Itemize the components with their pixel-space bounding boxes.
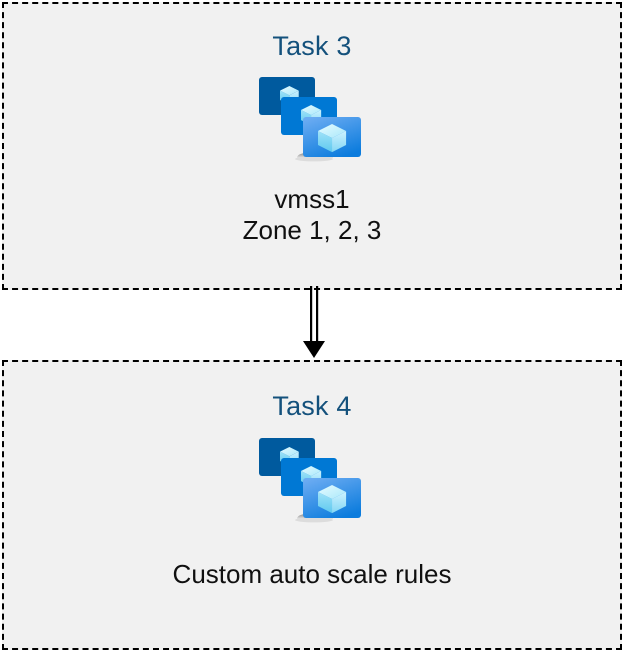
task-title: Task 3 (272, 31, 352, 61)
task-title: Task 4 (272, 391, 352, 421)
vm-scale-set-icon (256, 432, 368, 530)
task-box-task-4[interactable]: Task 4 (2, 360, 622, 650)
connector-task3-to-task4 (297, 286, 331, 362)
node-caption: vmss1 Zone 1, 2, 3 (243, 184, 382, 246)
node-caption: Custom auto scale rules (173, 559, 452, 590)
task-box-task-3[interactable]: Task 3 (2, 2, 622, 290)
vm-scale-set-icon (256, 71, 368, 169)
caption-line: vmss1 (274, 184, 350, 214)
arrowhead-icon (303, 341, 325, 358)
caption-line: Custom auto scale rules (172, 559, 452, 589)
arrow-line-left (310, 286, 313, 342)
arrow-line-right (316, 286, 319, 342)
caption-line: Zone 1, 2, 3 (242, 215, 382, 245)
